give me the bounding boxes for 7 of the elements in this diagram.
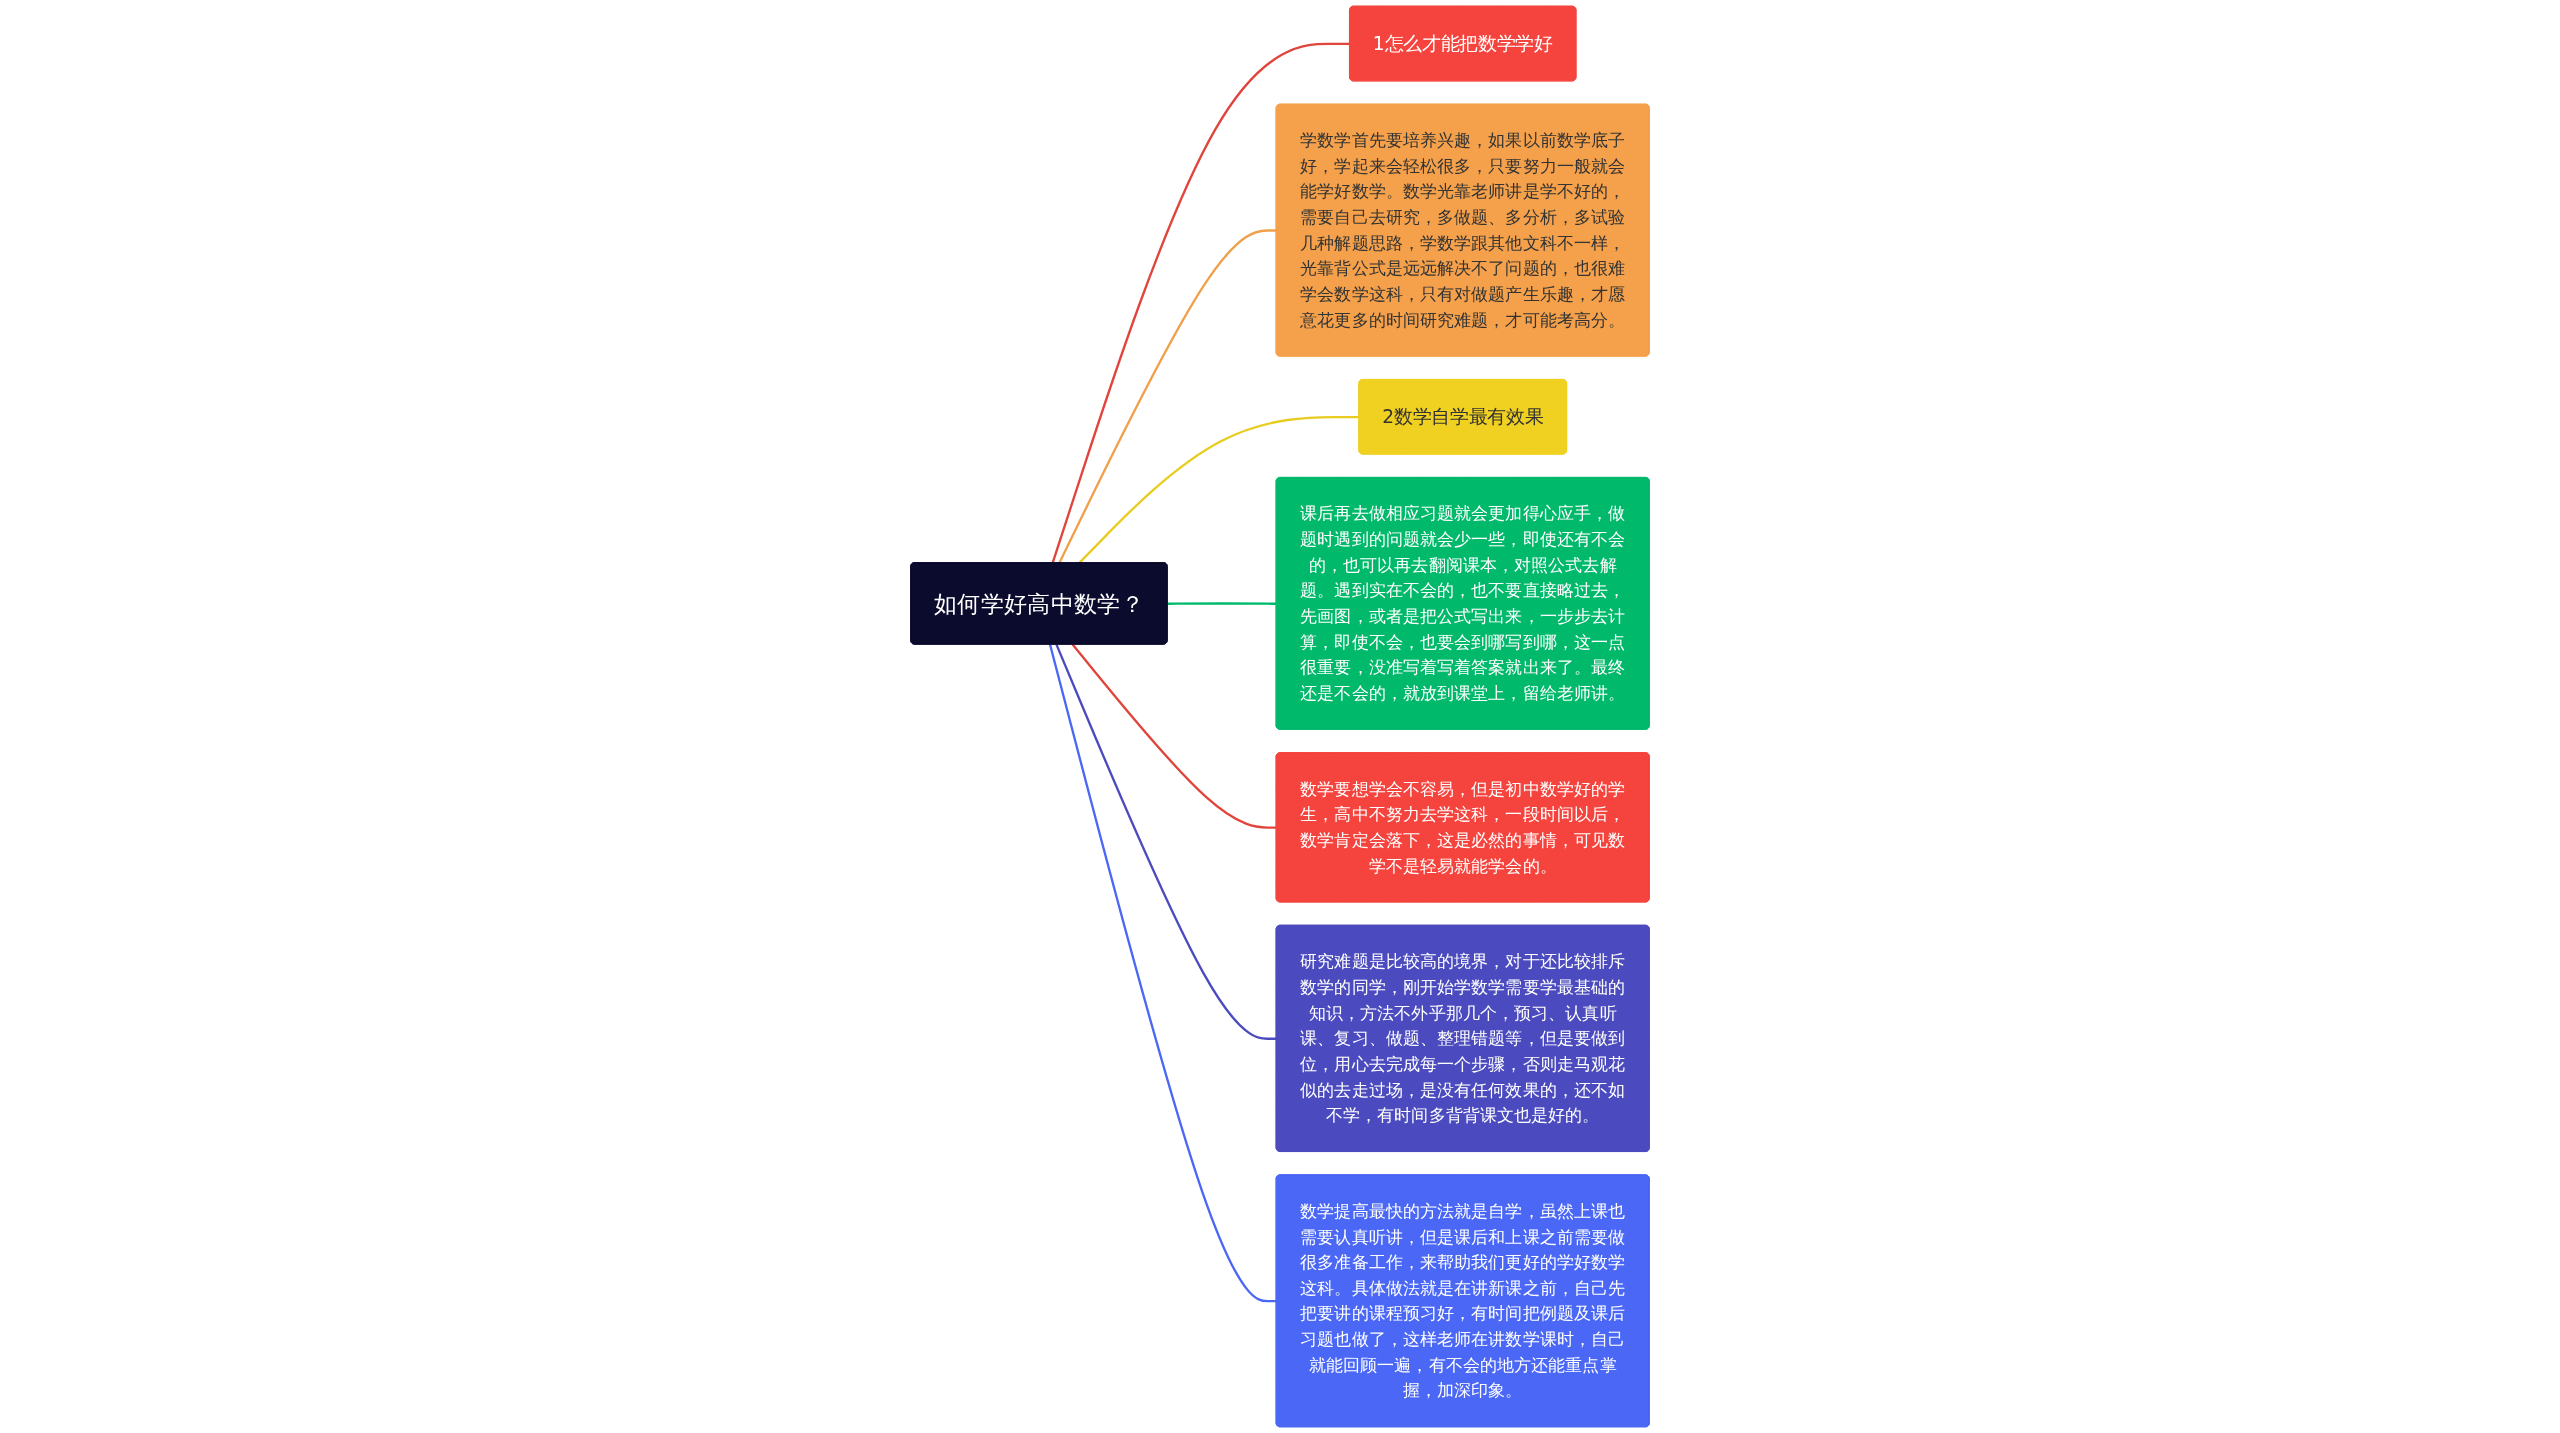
connector [1071,643,1277,829]
connector [1078,415,1360,564]
connector [1051,42,1350,564]
connector [1058,229,1277,564]
connector [1055,644,1277,1040]
connector [1167,602,1277,605]
connector [1048,644,1277,1303]
